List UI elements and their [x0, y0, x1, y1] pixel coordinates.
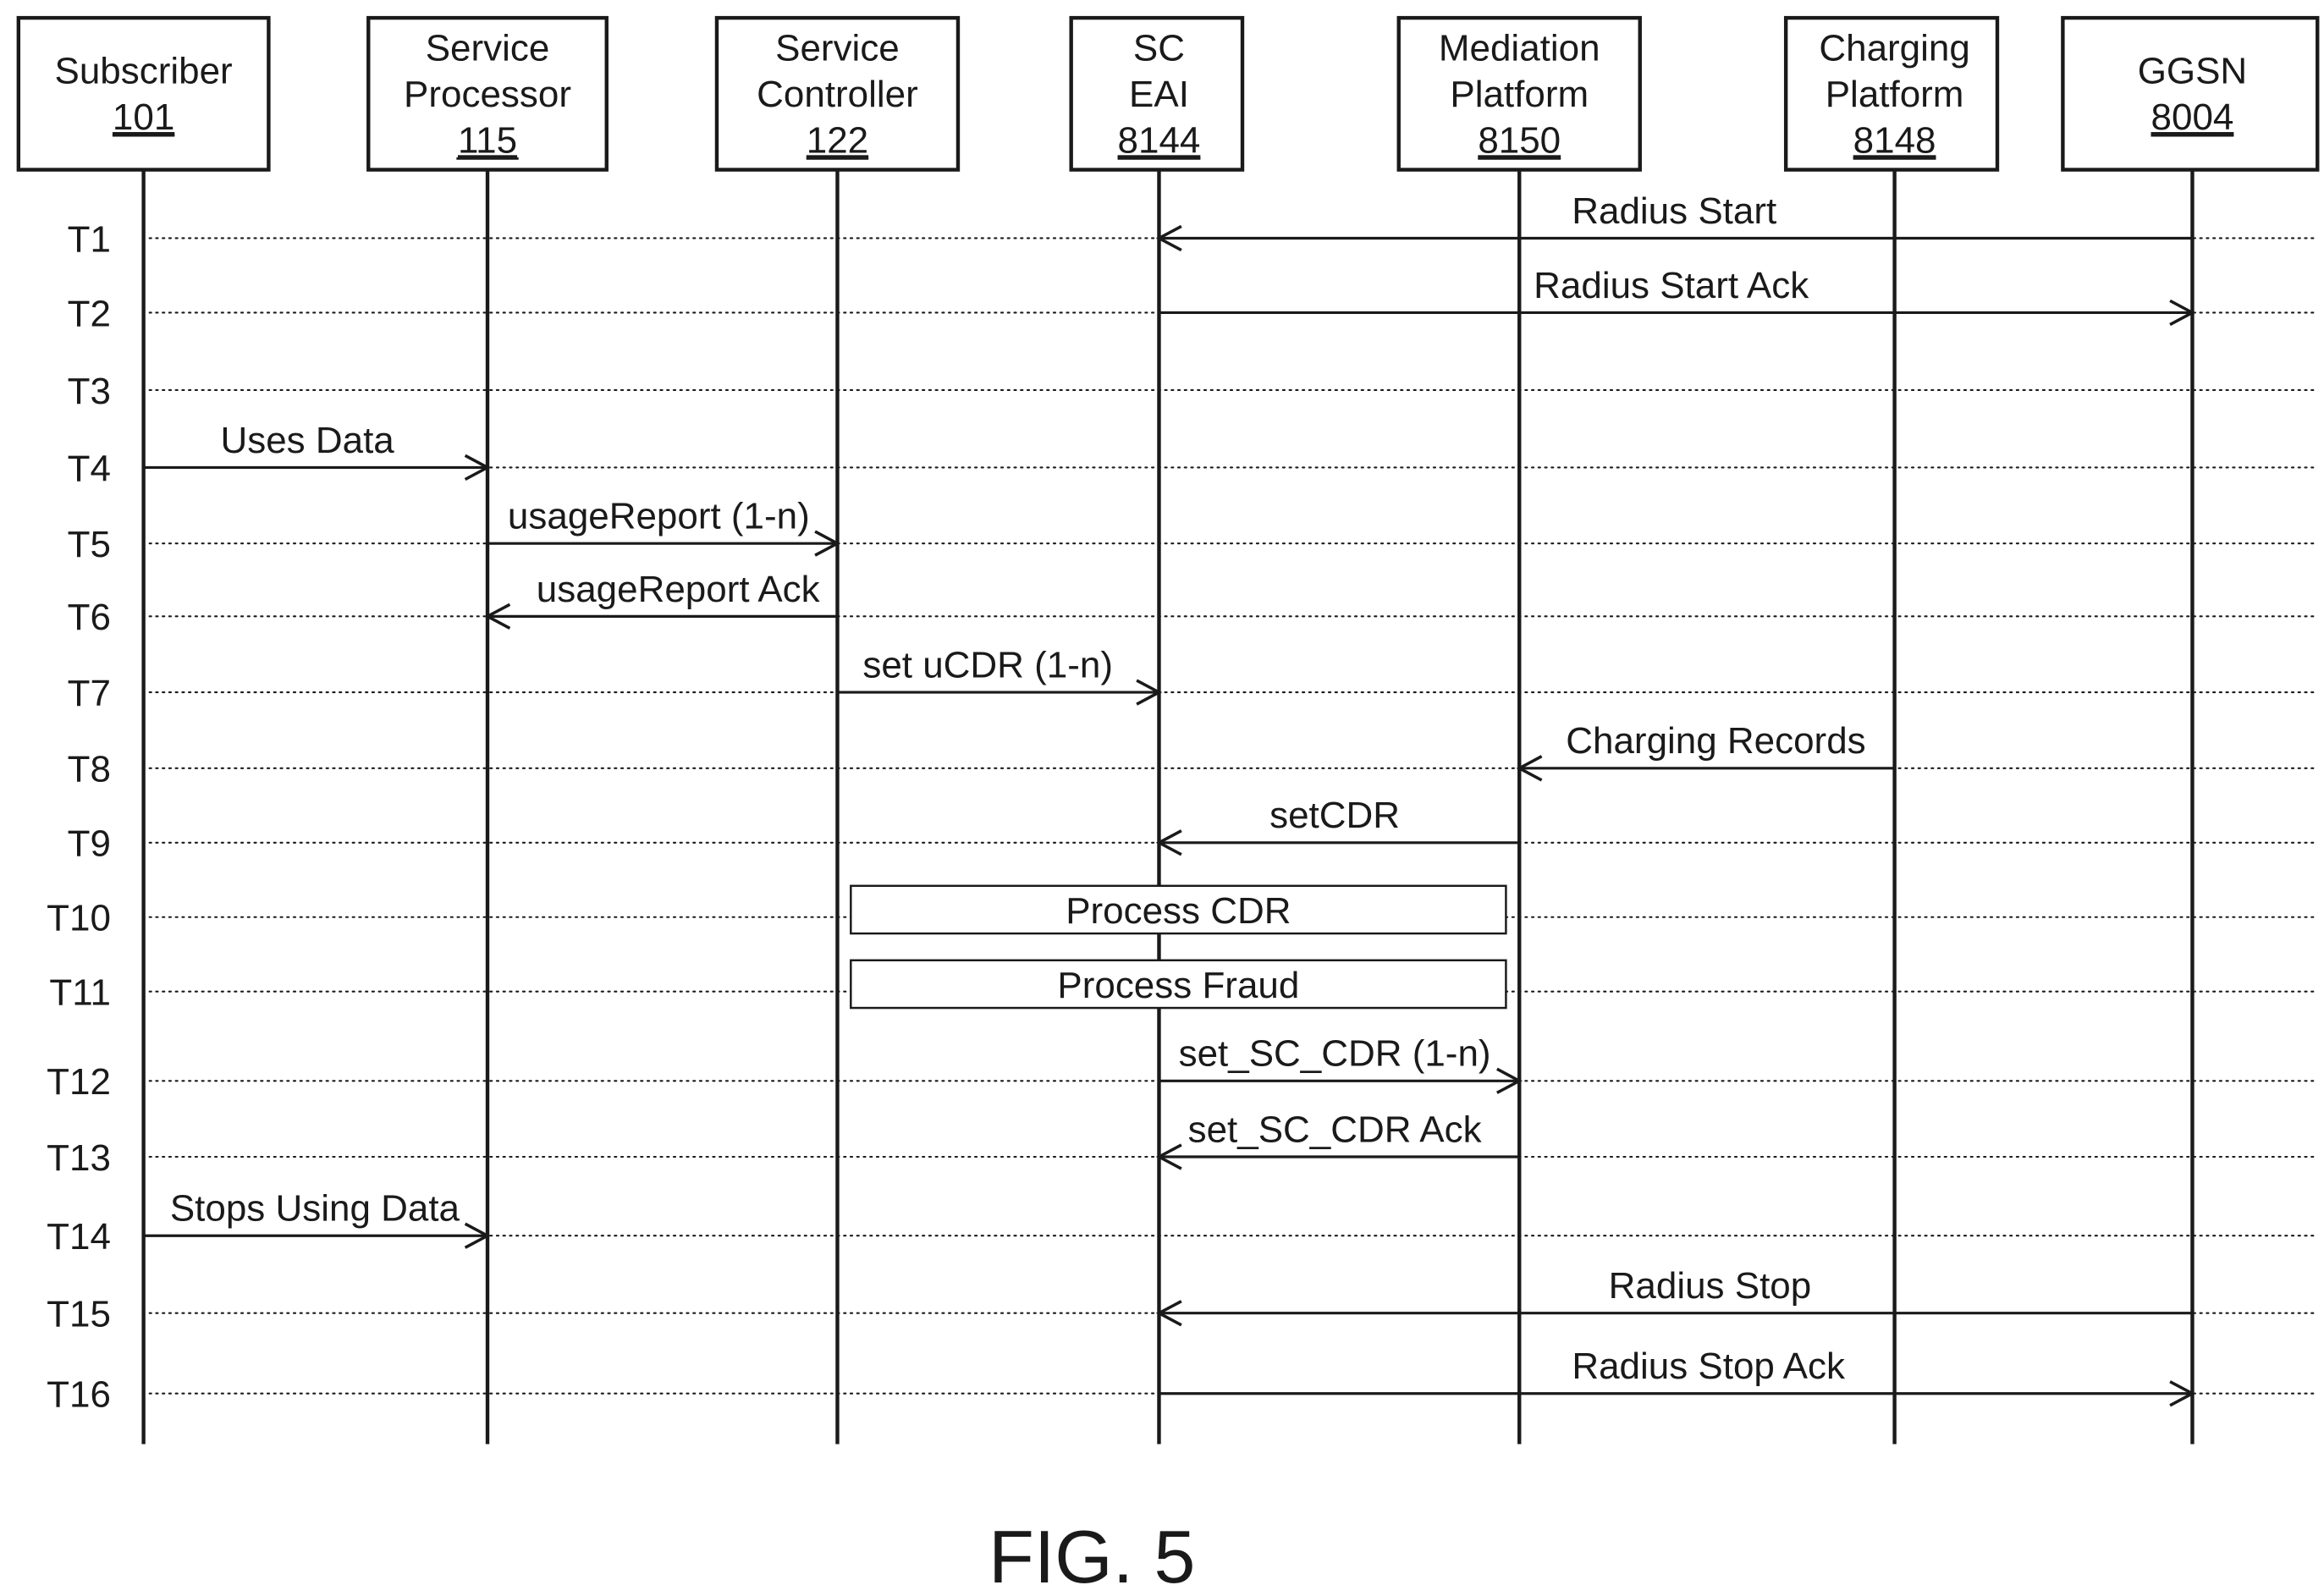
- participant-service-controller: ServiceController122: [717, 18, 958, 169]
- message-label: set_SC_CDR (1-n): [1179, 1033, 1491, 1075]
- process-process-fraud: Process Fraud: [851, 960, 1506, 1008]
- message-label: usageReport Ack: [537, 569, 821, 610]
- time-step-label: T11: [49, 972, 111, 1014]
- message-setcdr: setCDR: [1159, 795, 1519, 855]
- participant-name: Subscriber: [55, 51, 233, 92]
- participant-name: Charging: [1819, 27, 1969, 69]
- time-step-label: T4: [68, 448, 111, 489]
- message-radius-stop: Radius Stop: [1159, 1265, 2192, 1325]
- participant-service-processor: ServiceProcessor115: [368, 18, 606, 169]
- message-label: Radius Start Ack: [1534, 265, 1809, 306]
- participant-name: Platform: [1450, 74, 1589, 115]
- participant-boxes: Subscriber101ServiceProcessor115ServiceC…: [19, 18, 2317, 169]
- participant-ggsn: GGSN8004: [2062, 18, 2317, 169]
- time-step-label: T3: [68, 371, 111, 412]
- message-label: Stops Using Data: [170, 1188, 460, 1230]
- message-usagereport-1-n: usageReport (1-n): [487, 496, 837, 556]
- participant-number: 101: [113, 96, 174, 138]
- time-step-label: T12: [47, 1061, 111, 1103]
- participant-mediation-platform: MediationPlatform8150: [1399, 18, 1640, 169]
- participant-name: Platform: [1826, 74, 1964, 115]
- lifelines: [144, 170, 2193, 1445]
- time-step-label: T10: [47, 898, 111, 939]
- participant-number: 8150: [1478, 119, 1561, 161]
- time-step-label: T16: [47, 1374, 111, 1416]
- participant-number: 122: [807, 119, 868, 161]
- message-set-ucdr-1-n: set uCDR (1-n): [837, 644, 1159, 704]
- time-step-label: T14: [47, 1216, 111, 1258]
- participant-name: Mediation: [1439, 27, 1600, 69]
- time-step-guides: [150, 238, 2316, 1393]
- message-stops-using-data: Stops Using Data: [144, 1188, 487, 1248]
- message-uses-data: Uses Data: [144, 420, 487, 480]
- message-label: usageReport (1-n): [508, 496, 810, 537]
- time-step-label: T5: [68, 524, 111, 565]
- participant-name: Processor: [404, 74, 571, 115]
- time-step-label: T2: [68, 293, 111, 334]
- participant-sc-eai: SC EAI8144: [1071, 18, 1242, 169]
- process-label: Process CDR: [1066, 890, 1291, 932]
- participant-subscriber: Subscriber101: [19, 18, 269, 169]
- message-label: set_SC_CDR Ack: [1188, 1109, 1483, 1150]
- time-step-label: T7: [68, 673, 111, 714]
- message-label: Uses Data: [221, 420, 395, 461]
- participant-name: Service: [775, 27, 900, 69]
- participant-name: EAI: [1129, 74, 1189, 115]
- message-label: Radius Stop: [1609, 1265, 1812, 1307]
- message-charging-records: Charging Records: [1519, 720, 1894, 780]
- message-label: set uCDR (1-n): [862, 644, 1113, 685]
- participant-charging-platform: ChargingPlatform8148: [1786, 18, 1997, 169]
- time-step-labels: T1T2T3T4T5T6T7T8T9T10T11T12T13T14T15T16: [47, 218, 111, 1415]
- time-step-label: T15: [47, 1294, 111, 1335]
- message-set-sc-cdr-1-n: set_SC_CDR (1-n): [1159, 1033, 1519, 1093]
- time-step-label: T6: [68, 597, 111, 638]
- figure-label: FIG. 5: [989, 1515, 1195, 1596]
- participant-number: 8004: [2151, 96, 2234, 138]
- message-label: setCDR: [1269, 795, 1400, 836]
- message-set-sc-cdr-ack: set_SC_CDR Ack: [1159, 1109, 1519, 1169]
- participant-box: [2062, 18, 2317, 169]
- message-label: Radius Stop Ack: [1572, 1346, 1846, 1387]
- message-label: Charging Records: [1566, 720, 1865, 762]
- participant-name: GGSN: [2138, 51, 2247, 92]
- messages: Radius StartRadius Start AckUses Data usa…: [144, 190, 2193, 1406]
- message-radius-start: Radius Start: [1159, 190, 2192, 250]
- time-step-label: T1: [68, 218, 111, 260]
- process-boxes: Process CDR Process Fraud: [851, 886, 1506, 1008]
- message-radius-stop-ack: Radius Stop Ack: [1159, 1346, 2192, 1406]
- participant-number: 8144: [1118, 119, 1201, 161]
- participant-number: 8148: [1853, 119, 1936, 161]
- message-label: Radius Start: [1572, 190, 1776, 232]
- participant-box: [19, 18, 269, 169]
- time-step-label: T8: [68, 749, 111, 790]
- time-step-label: T9: [68, 823, 111, 865]
- process-label: Process Fraud: [1057, 965, 1299, 1006]
- process-process-cdr: Process CDR: [851, 886, 1506, 933]
- participant-number: 115: [458, 119, 517, 161]
- participant-name: Controller: [757, 74, 918, 115]
- message-usagereport-ack: usageReport Ack: [487, 569, 837, 629]
- participant-name: SC: [1133, 27, 1185, 69]
- time-step-label: T13: [47, 1137, 111, 1179]
- participant-name: Service: [426, 27, 550, 69]
- message-radius-start-ack: Radius Start Ack: [1159, 265, 2192, 325]
